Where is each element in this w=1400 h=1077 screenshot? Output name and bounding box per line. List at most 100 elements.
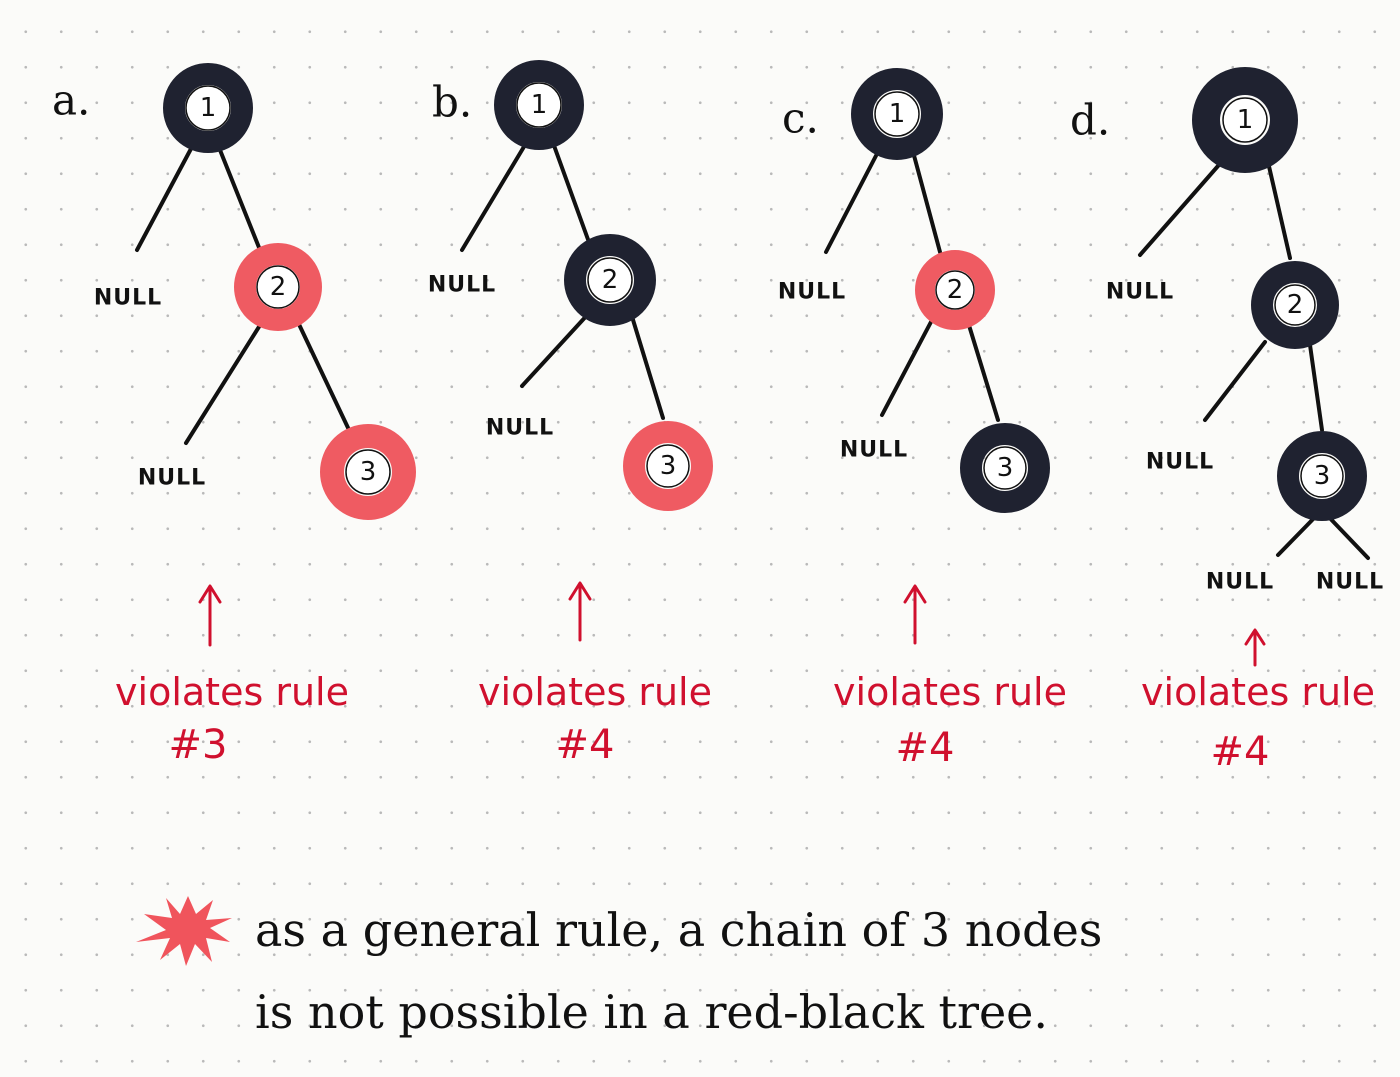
tree-d-edge-2-3	[1308, 343, 1324, 432]
tree-b-node-3-core	[646, 444, 690, 488]
tree-b-node-3-label: 3	[660, 451, 677, 481]
tree-a-node-1-core	[185, 85, 231, 131]
tree-b-edge-1-2	[550, 138, 592, 247]
tree-c-edge-2-null	[880, 318, 934, 417]
tree-c-null-2: NULL	[840, 438, 908, 463]
tree-d-node-3: 3	[1277, 431, 1367, 521]
tree-a-node-2-label: 2	[270, 272, 287, 302]
tree-b-node-3: 3	[623, 421, 713, 511]
tree-c-node-3-label: 3	[997, 453, 1014, 483]
tree-a-node-1-label: 1	[200, 93, 217, 123]
star-icon	[136, 896, 232, 966]
tree-b-edge-2-null	[520, 310, 592, 388]
tree-b-node-1-ring	[494, 60, 584, 150]
tree-c-node-1: 1	[851, 68, 943, 160]
tree-b-node-2-ring	[564, 234, 656, 326]
tree-d-node-2: 2	[1251, 261, 1339, 349]
tree-b-null-1: NULL	[428, 273, 496, 298]
tree-c-node-1-label: 1	[889, 99, 906, 129]
tree-d-violation-text: violates rule	[1141, 670, 1375, 714]
tree-d-node-1-core	[1222, 97, 1268, 143]
tree-a: a. 1 2 3 NULL NULL violates rule #3	[52, 63, 416, 768]
tree-c-node-1-ring	[851, 68, 943, 160]
tree-d-edge-2-null	[1203, 340, 1267, 422]
tree-a-edge-1-null	[135, 143, 195, 252]
tree-b-violation-rule: #4	[556, 722, 615, 768]
tree-b-edge-2-3	[628, 308, 665, 420]
tree-a-node-1-ring	[163, 63, 253, 153]
tree-d-null-3: NULL	[1206, 570, 1274, 595]
tree-b-node-1: 1	[494, 60, 584, 150]
tree-c-violation-rule: #4	[896, 725, 955, 771]
tree-c-arrow	[903, 584, 927, 645]
tree-a-arrow	[198, 584, 222, 647]
tree-d-node-3-ring	[1277, 431, 1367, 521]
tree-a-letter: a.	[52, 76, 90, 125]
tree-c-violation-text: violates rule	[833, 670, 1067, 714]
tree-a-violation-text: violates rule	[115, 670, 349, 714]
tree-c-node-2: 2	[915, 250, 995, 330]
tree-d-node-2-label: 2	[1287, 290, 1304, 320]
tree-d-arrow	[1244, 628, 1266, 667]
tree-d-node-2-ring	[1251, 261, 1339, 349]
tree-a-null-2: NULL	[138, 466, 206, 491]
tree-b-node-1-core	[516, 82, 562, 128]
footnote: as a general rule, a chain of 3 nodes is…	[136, 896, 1102, 1039]
tree-d-node-3-core	[1300, 454, 1344, 498]
tree-d-letter: d.	[1070, 96, 1110, 145]
tree-a-node-2-ring	[234, 243, 322, 331]
tree-d-edge-1-2	[1266, 160, 1292, 260]
tree-d-node-1-label: 1	[1237, 105, 1254, 135]
tree-b-node-3-ring	[623, 421, 713, 511]
tree-c-node-2-ring	[915, 250, 995, 330]
tree-d-violation-rule: #4	[1211, 729, 1270, 775]
tree-d-node-1: 1	[1192, 67, 1298, 173]
tree-d-null-4: NULL	[1316, 570, 1384, 595]
tree-c: c. 1 2 3 NULL NULL violates rule #4	[778, 68, 1067, 771]
tree-b: b. 1 2 3 NULL NULL violates rule #4	[428, 60, 713, 768]
tree-a-edge-2-3	[294, 316, 352, 434]
tree-c-node-3-ring	[960, 423, 1050, 513]
tree-c-node-2-core	[935, 270, 975, 310]
tree-a-node-3: 3	[320, 424, 416, 520]
tree-c-edge-1-null	[824, 146, 882, 254]
tree-c-node-2-label: 2	[947, 275, 964, 305]
tree-a-node-3-label: 3	[360, 457, 377, 487]
tree-b-null-2: NULL	[486, 416, 554, 441]
tree-d-node-1-ring	[1192, 67, 1298, 173]
tree-c-node-3-core	[983, 446, 1027, 490]
tree-b-node-2: 2	[564, 234, 656, 326]
tree-a-violation-rule: #3	[169, 722, 228, 768]
tree-a-edge-1-2	[216, 143, 264, 257]
tree-a-node-1: 1	[163, 63, 253, 153]
tree-d-null-2: NULL	[1146, 450, 1214, 475]
tree-b-edge-1-null	[460, 138, 530, 252]
tree-d: d. 1 2 3 NULL NULL NULL NULL violates ru…	[1070, 67, 1384, 775]
tree-b-letter: b.	[432, 78, 472, 127]
tree-c-null-1: NULL	[778, 280, 846, 305]
footnote-line-2: is not possible in a red-black tree.	[255, 985, 1048, 1039]
tree-b-node-2-label: 2	[602, 265, 619, 295]
tree-c-node-3: 3	[960, 423, 1050, 513]
tree-d-null-1: NULL	[1106, 280, 1174, 305]
tree-d-node-2-core	[1274, 284, 1316, 326]
tree-a-node-3-core	[345, 449, 391, 495]
tree-c-letter: c.	[782, 94, 819, 143]
tree-c-edge-2-3	[966, 320, 1000, 422]
tree-a-edge-2-null	[184, 320, 264, 445]
tree-d-edge-1-null	[1138, 156, 1227, 257]
tree-d-node-3-label: 3	[1314, 461, 1331, 491]
tree-c-node-1-core	[874, 91, 920, 137]
footnote-line-1: as a general rule, a chain of 3 nodes	[255, 903, 1102, 957]
tree-a-node-2-core	[256, 265, 300, 309]
tree-b-node-2-core	[587, 257, 633, 303]
tree-a-node-2: 2	[234, 243, 322, 331]
tree-a-node-3-ring	[320, 424, 416, 520]
tree-a-null-1: NULL	[94, 286, 162, 311]
tree-b-arrow	[568, 581, 592, 642]
tree-b-node-1-label: 1	[531, 90, 548, 120]
tree-c-edge-1-2	[910, 146, 942, 254]
tree-b-violation-text: violates rule	[478, 670, 712, 714]
